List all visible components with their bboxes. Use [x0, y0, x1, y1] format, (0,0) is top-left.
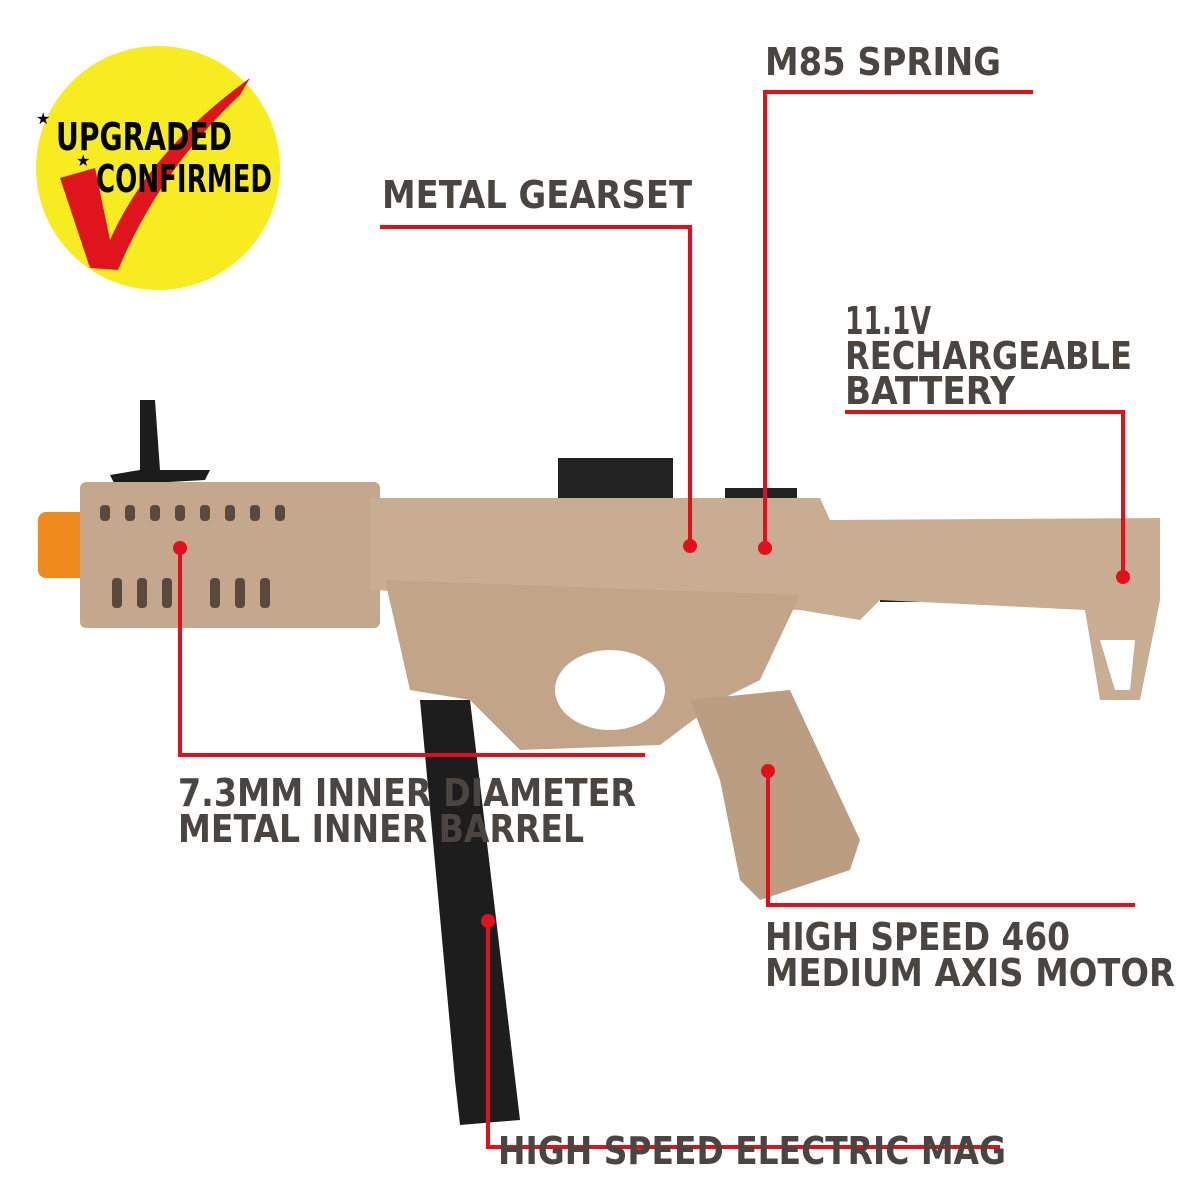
upgraded-badge: UPGRADED CONFIRMED ★ ★	[36, 46, 280, 290]
label-motor-1: HIGH SPEED 460	[765, 915, 1070, 959]
leader-dots	[173, 539, 1130, 928]
magazine	[420, 700, 520, 1125]
leader-barrel	[178, 548, 645, 757]
handguard	[80, 482, 380, 628]
stock-cutout	[1100, 640, 1135, 690]
front-sight	[110, 400, 210, 485]
leader-lines	[178, 90, 1135, 1149]
airsoft-gun-image	[38, 400, 1160, 1125]
pistol-grip	[690, 690, 860, 900]
callout-labels: M85 SPRING METAL GEARSET 11.1V RECHARGEA…	[178, 40, 1175, 1173]
label-barrel-2: METAL INNER BARREL	[178, 807, 584, 851]
leader-mag	[486, 921, 1000, 1149]
leader-motor	[766, 771, 1135, 907]
trigger-guard	[555, 650, 665, 730]
handguard-slots	[100, 505, 285, 608]
leader-spring	[763, 90, 1033, 548]
top-rail	[558, 458, 673, 498]
leader-battery	[845, 410, 1125, 577]
checkmark-icon	[60, 78, 250, 270]
badge-line1: UPGRADED	[56, 115, 232, 159]
star-icon: ★	[76, 151, 90, 170]
orange-tip	[38, 512, 88, 578]
label-battery-3: BATTERY	[845, 369, 1015, 413]
label-gearset: METAL GEARSET	[382, 173, 692, 217]
star-icon: ★	[36, 109, 50, 128]
label-motor-2: MEDIUM AXIS MOTOR	[765, 951, 1175, 995]
label-mag: HIGH SPEED ELECTRIC MAG	[498, 1129, 1006, 1173]
badge-line2: CONFIRMED	[96, 157, 272, 201]
label-barrel-1: 7.3MM INNER DIAMETER	[178, 771, 636, 815]
leader-gearset	[380, 225, 692, 546]
label-spring: M85 SPRING	[765, 40, 1001, 84]
label-battery-1: 11.1V	[845, 299, 931, 343]
label-battery-2: RECHARGEABLE	[845, 334, 1132, 378]
